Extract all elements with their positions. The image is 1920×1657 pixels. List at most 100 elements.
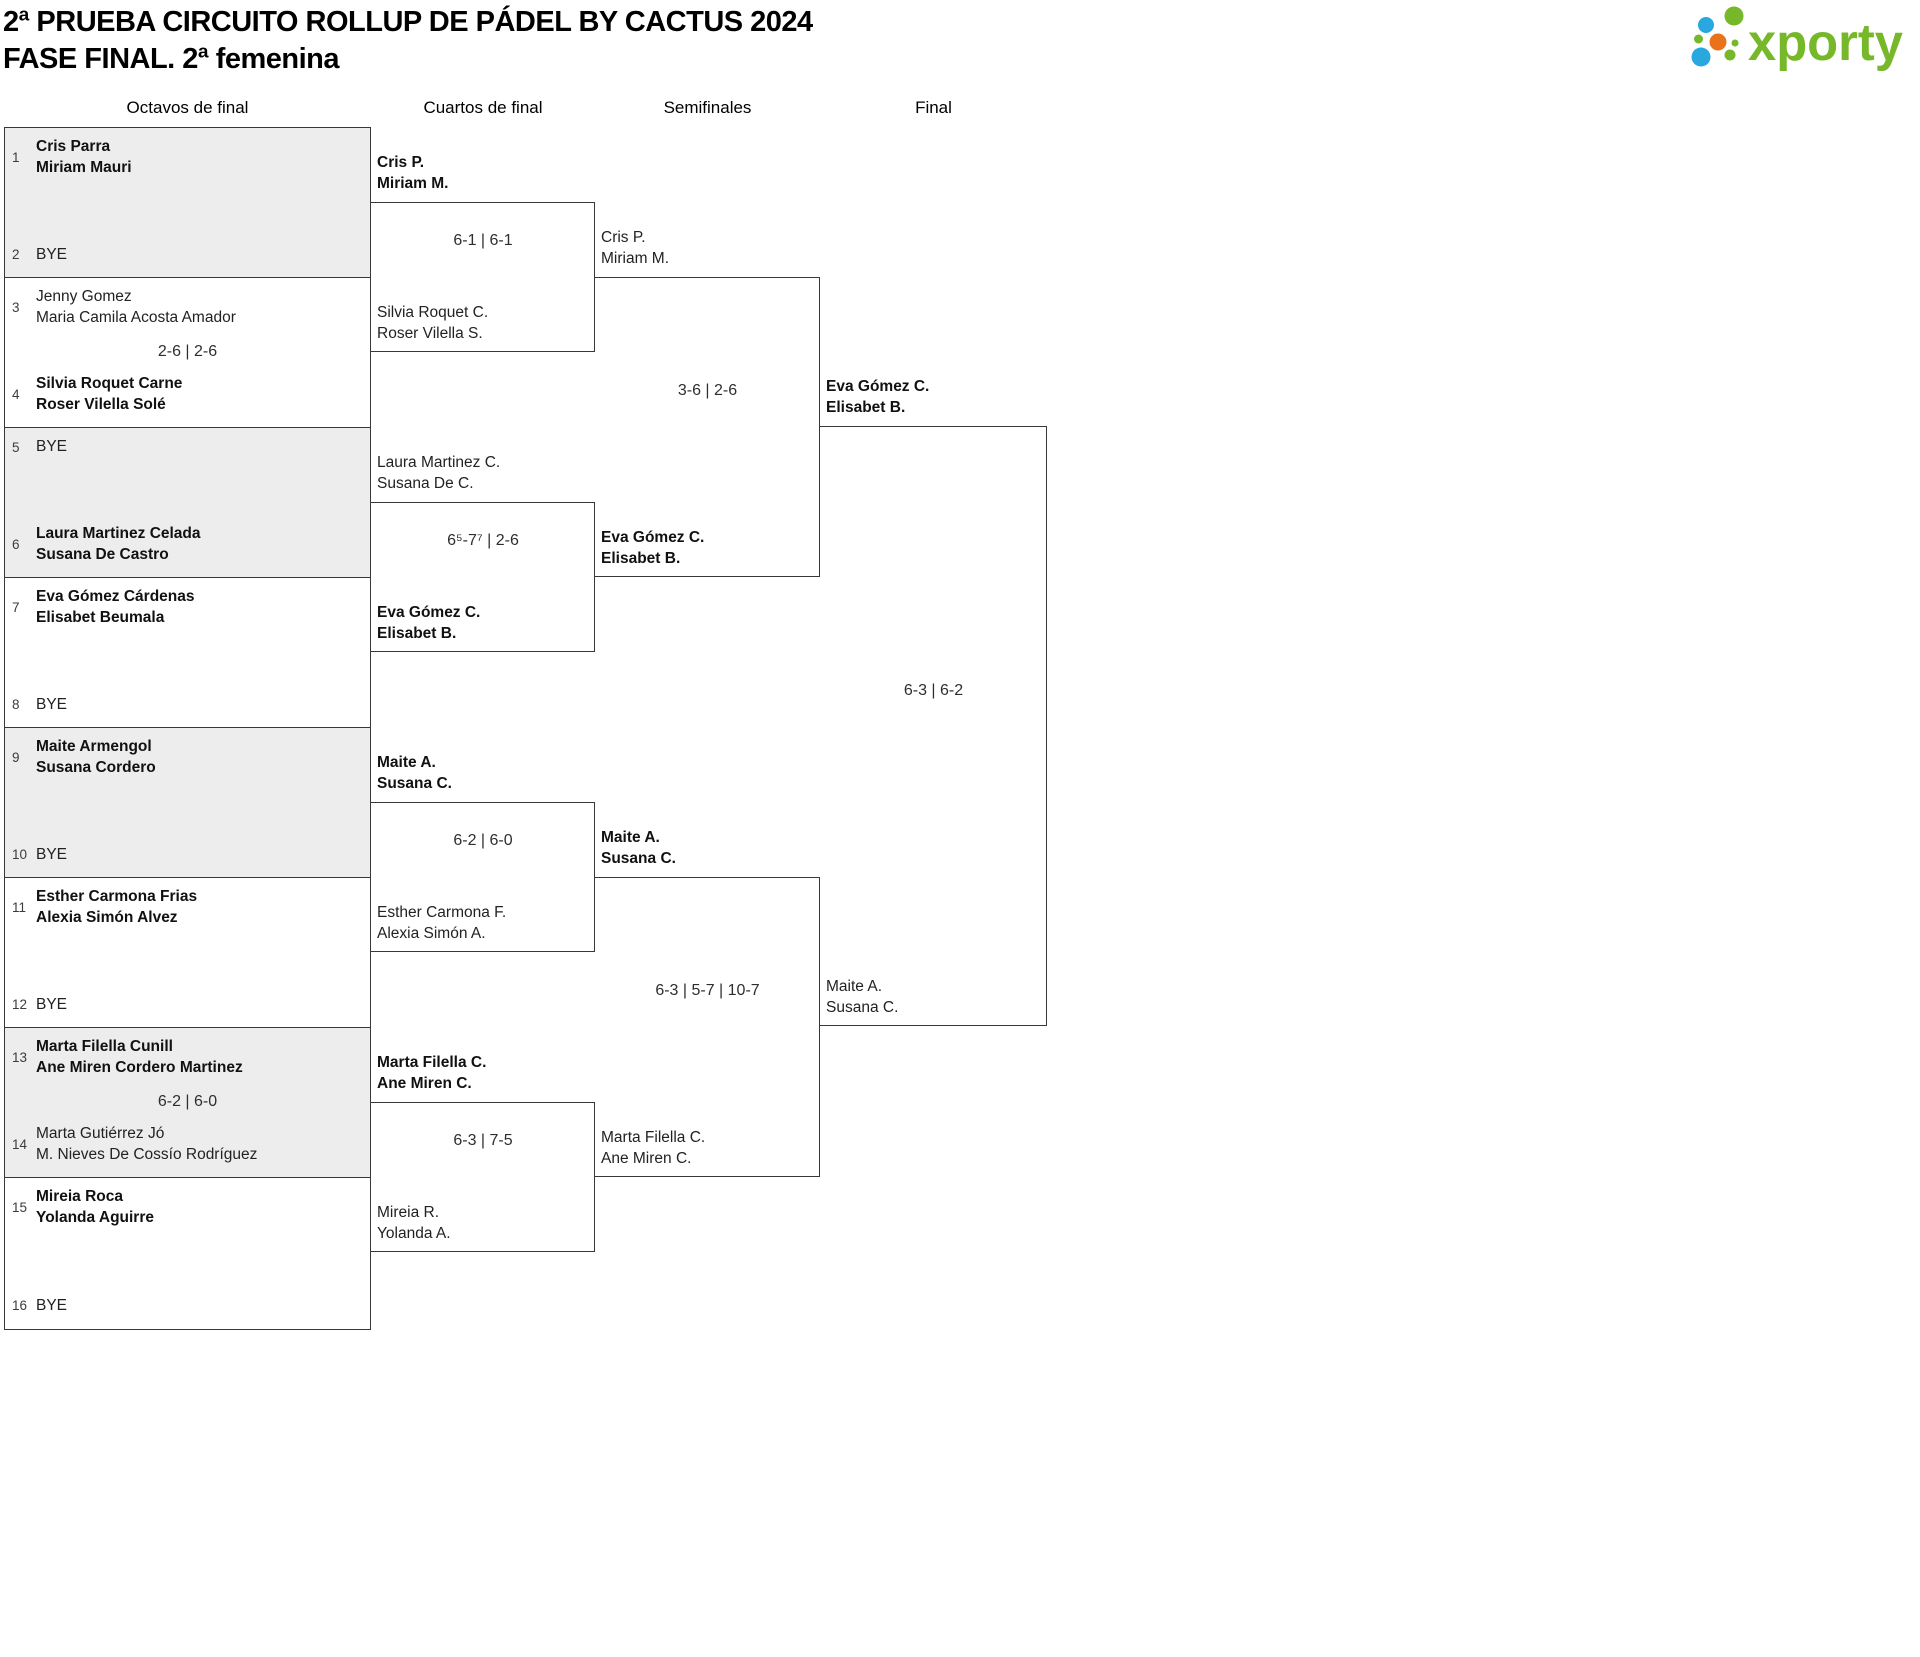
page-title: 2ª PRUEBA CIRCUITO ROLLUP DE PÁDEL BY CA… [3,6,813,38]
match-score: 6-2 | 6-0 [157,1093,218,1110]
match-connector-final [820,426,1047,1026]
seed-number: 9 [12,750,20,765]
seed-number: 2 [12,247,20,263]
logo-dot [1724,49,1736,61]
match-score: 6-3 | 7-5 [453,1132,513,1149]
match-score: 6-3 | 5-7 | 10-7 [655,982,760,999]
team-names: Marta Filella C.Ane Miren C. [377,1054,487,1092]
team-names: Laura Martinez C.Susana De C. [377,454,501,492]
page-subtitle: FASE FINAL. 2ª femenina [3,43,340,75]
team-names: Mireia R.Yolanda A. [377,1204,451,1242]
match-connector-cuartos-4 [371,1102,595,1252]
logo-dot [1731,39,1739,47]
match-score: 6-3 | 6-2 [903,682,964,699]
seed-number: 5 [12,439,20,455]
team-names: Eva Gómez C.Elisabet B. [826,378,930,416]
team-slot: 2 BYE [12,245,366,266]
team-slot: 12 BYE [12,995,366,1016]
match-connector-semifinal-2 [595,877,820,1177]
team-names: Maite A.Susana C. [601,829,676,867]
match-score: 6-2 | 6-0 [453,832,513,849]
page-title-block: 2ª PRUEBA CIRCUITO ROLLUP DE PÁDEL BY CA… [3,4,813,78]
match-score: 6⁵-7⁷ | 2-6 [447,532,519,549]
logo-dot [1724,6,1744,26]
match-score: 2-6 | 2-6 [157,343,218,360]
seed-number: 8 [12,697,20,713]
team-names: Eva Gómez C.Elisabet B. [377,604,481,642]
team-slot: 8 BYE [12,695,366,716]
match-connector-cuartos-3 [371,802,595,952]
seed-number: 16 [12,1298,28,1314]
logo-dot [1698,17,1714,33]
seed-number: 3 [12,300,20,315]
team-names: BYE [36,438,68,455]
round-header-octavos: Octavos de final [126,98,249,117]
xporty-logo: xporty [1691,6,1903,72]
team-names: Esther Carmona F.Alexia Simón A. [377,904,507,942]
match-connector-cuartos-1 [371,202,595,352]
team-names: BYE [36,995,68,1013]
team-names: Marta Filella C.Ane Miren C. [601,1129,706,1167]
team-names: Maite A.Susana C. [377,754,452,792]
team-names: BYE [36,695,68,713]
round-header-semifinales: Semifinales [663,98,752,117]
match-connector-cuartos-2 [371,502,595,652]
team-names: BYE [36,845,68,863]
team-slot: 10 BYE [12,845,366,866]
match-score: 6-1 | 6-1 [453,232,513,249]
seed-number: 1 [12,150,20,165]
team-names: Cris P.Miriam M. [601,229,670,267]
seed-number: 15 [12,1200,28,1215]
seed-number: 13 [12,1050,28,1065]
seed-number: 4 [12,387,20,402]
team-names: Maite A.Susana C. [826,978,899,1016]
seed-number: 11 [12,900,27,915]
match-connector-semifinal-1 [595,277,820,577]
seed-number: 7 [12,600,20,615]
round-header-final: Final [915,98,952,117]
team-names: BYE [36,245,68,263]
logo-dot [1691,47,1711,67]
team-names: Eva Gómez C.Elisabet B. [601,529,705,567]
team-names: Cris P.Miriam M. [377,154,449,192]
seed-number: 10 [12,847,28,863]
seed-number: 6 [12,537,20,552]
match-score: 3-6 | 2-6 [677,382,738,399]
seed-number: 12 [12,997,28,1013]
round-header-cuartos: Cuartos de final [423,98,543,117]
team-names: BYE [36,1296,68,1314]
logo-wordmark: xporty [1748,14,1903,72]
team-slot: 16 BYE [12,1296,366,1317]
seed-number: 14 [12,1137,28,1152]
logo-dot [1694,34,1703,44]
team-slot: 5 BYE [12,437,366,458]
